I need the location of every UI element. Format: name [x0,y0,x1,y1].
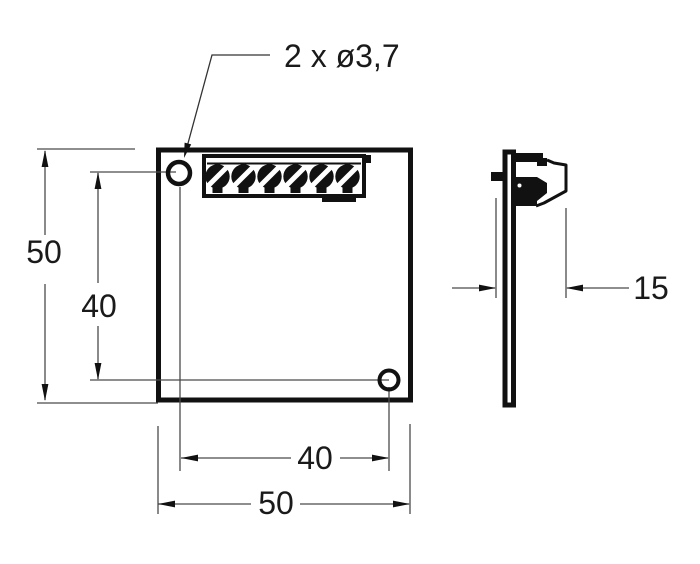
arrowhead-left [158,500,175,508]
dimension-hole-offset-vertical: 40 [81,171,389,381]
screw-tab [212,186,223,193]
screw-slot [336,165,359,188]
leader-line [186,54,270,148]
dimension-label-depth: 15 [633,270,669,306]
screw-tab [316,186,327,193]
arrowhead-left [181,454,198,462]
screw-tab [264,186,275,193]
side-terminal-outline [535,158,568,208]
mounting-holes [165,159,401,392]
dimension-depth: 15 [452,198,669,306]
dimension-overall-height: 50 [26,148,158,404]
side-plate [502,149,516,408]
dimension-label-overall-height: 50 [26,234,62,270]
terminal-screw [309,164,334,193]
side-terminal-step [537,158,547,166]
terminal-screw [257,164,282,193]
side-pin-tab [491,172,503,181]
arrowhead-down [94,363,102,380]
screw-slot [206,165,229,188]
terminal-screw [231,164,256,193]
terminal-screw [205,164,230,193]
side-terminal-top-bar [515,153,543,162]
dimension-overall-width: 50 [157,424,411,521]
arrowhead-right [479,284,496,292]
side-terminal-body [515,177,547,206]
hole-note: 2 x ø3,7 [184,38,400,158]
screw-slot [232,165,255,188]
arrowhead-up [41,150,49,167]
arrowhead-down [41,384,49,401]
dimension-label-overall-width: 50 [258,485,294,521]
arrowhead-right [393,500,410,508]
arrowhead-up [94,172,102,189]
screw-tab [238,186,249,193]
screw-slot [284,165,307,188]
terminal-screws [205,164,360,193]
screw-tab [290,186,301,193]
terminal-block-right-notch [362,155,371,163]
terminal-block-bottom-tab [322,196,356,202]
side-terminal-dot [517,183,522,188]
terminal-block [202,154,371,202]
arrowhead-left [566,284,583,292]
terminal-screw [335,164,360,193]
hole-note-label: 2 x ø3,7 [284,38,400,74]
dimension-label-hole-offset-vertical: 40 [81,288,117,324]
mounting-hole-top-left [165,159,193,187]
leader-arrowhead [184,142,192,158]
screw-tab [342,186,353,193]
mounting-hole-bottom-right [377,368,401,392]
screw-slot [310,165,333,188]
dimension-label-hole-spacing-horizontal: 40 [297,440,333,476]
terminal-screw [283,164,308,193]
side-view [491,149,568,408]
dimension-hole-spacing-horizontal: 40 [179,187,390,476]
screw-slot [258,165,281,188]
arrowhead-right [372,454,389,462]
